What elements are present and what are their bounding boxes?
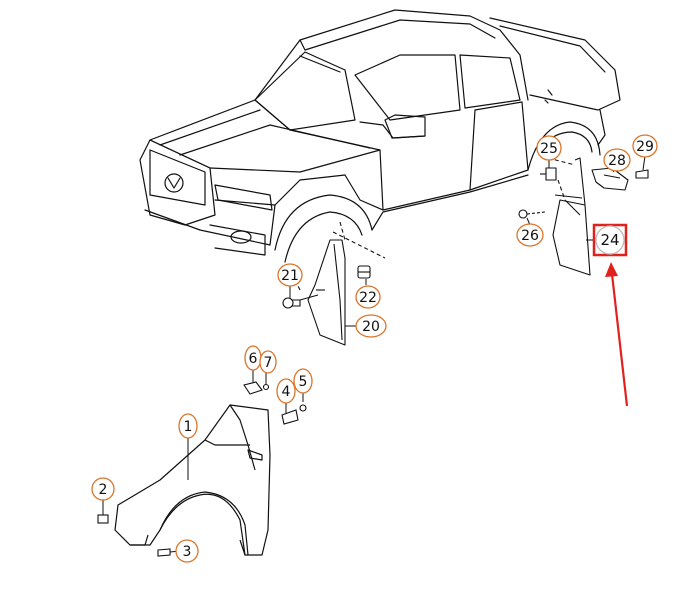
- callout-28[interactable]: 28: [603, 148, 631, 172]
- callout-4[interactable]: 4: [276, 378, 296, 404]
- callout-label: 20: [362, 319, 380, 335]
- callout-circle: [632, 134, 658, 158]
- callout-5[interactable]: 5: [293, 368, 313, 394]
- callout-circle: [175, 539, 199, 563]
- callout-label: 26: [521, 228, 539, 244]
- callout-label: 4: [282, 384, 291, 400]
- callout-label: 2: [99, 482, 108, 498]
- pickup-truck-illustration: [139, 9, 621, 263]
- callout-25[interactable]: 25: [536, 135, 562, 161]
- fender-fasteners-illustration: [97, 381, 307, 557]
- callout-circle: [595, 225, 625, 255]
- callout-circle: [178, 413, 198, 439]
- callout-3[interactable]: 3: [175, 539, 199, 563]
- callout-label: 5: [299, 374, 308, 390]
- callout-circle: [355, 314, 387, 338]
- callout-21[interactable]: 21: [277, 263, 303, 287]
- rear-mudflap-illustration: [518, 157, 649, 276]
- callout-6[interactable]: 6: [244, 345, 262, 371]
- callout-22[interactable]: 22: [355, 285, 381, 309]
- callout-label: 24: [600, 231, 619, 249]
- callout-circle: [259, 350, 277, 374]
- callout-circle: [276, 378, 296, 404]
- callout-29[interactable]: 29: [632, 134, 658, 158]
- callout-label: 29: [636, 139, 654, 155]
- callout-2[interactable]: 2: [91, 477, 115, 501]
- callout-circle: [91, 477, 115, 501]
- callout-circle: [516, 223, 544, 247]
- screw-21-illustration: [282, 297, 301, 309]
- callout-circle: [603, 148, 631, 172]
- highlight-arrow: [605, 262, 629, 407]
- callout-label: 25: [540, 141, 558, 157]
- callout-7[interactable]: 7: [259, 350, 277, 374]
- front-fender-illustration: [114, 404, 271, 556]
- callout-24[interactable]: 24: [592, 223, 628, 257]
- callout-20[interactable]: 20: [355, 314, 387, 338]
- callout-label: 3: [183, 544, 192, 560]
- callout-label: 28: [608, 153, 626, 169]
- callout-label: 1: [184, 419, 193, 435]
- clip-nut-22-illustration: [357, 265, 371, 279]
- callout-label: 21: [281, 268, 299, 284]
- callout-label: 22: [359, 290, 377, 306]
- callout-1[interactable]: 1: [178, 413, 198, 439]
- callout-circle: [355, 285, 381, 309]
- callout-circle: [277, 263, 303, 287]
- callout-label: 6: [249, 351, 258, 367]
- callout-circle: [536, 135, 562, 161]
- callout-26[interactable]: 26: [516, 223, 544, 247]
- callout-label: 7: [264, 355, 273, 371]
- leader-lines: [102, 155, 646, 553]
- callout-circle: [293, 368, 313, 394]
